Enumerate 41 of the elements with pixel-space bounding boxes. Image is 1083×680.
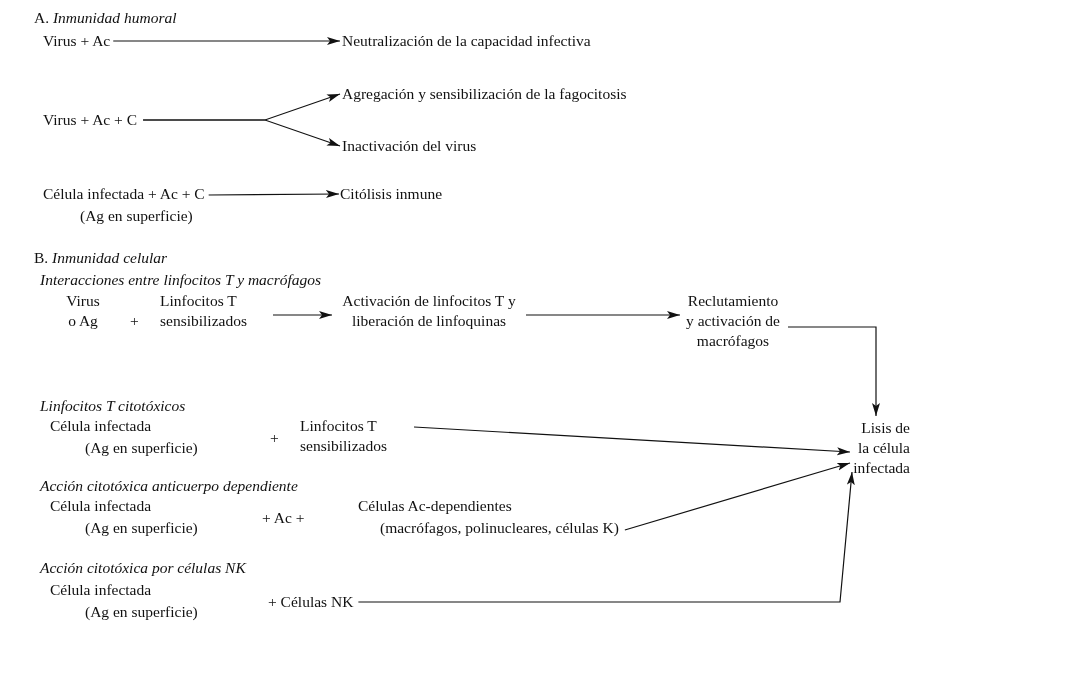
reaction-text: Reclutamiento y activación de macrófagos xyxy=(684,291,782,351)
section-heading: A. Inmunidad humoral xyxy=(34,8,177,28)
reaction-text: (Ag en superficie) xyxy=(85,602,198,622)
arrow xyxy=(413,426,851,456)
reaction-text: Virus o Ag xyxy=(65,291,101,331)
reaction-text: Virus + Ac xyxy=(43,31,111,51)
reaction-text: Inactivación del virus xyxy=(342,136,477,156)
reaction-text: (Ag en superficie) xyxy=(80,206,193,226)
arrow xyxy=(357,471,855,603)
reaction-text: Célula infectada xyxy=(50,580,152,600)
reaction-text: Célula infectada + Ac + C xyxy=(43,184,205,204)
reaction-text: Virus + Ac + C xyxy=(43,110,138,130)
arrow xyxy=(112,37,341,45)
reaction-text: Linfocitos T sensibilizados xyxy=(160,291,248,331)
arrow xyxy=(624,462,851,531)
reaction-text: + xyxy=(130,311,139,331)
reaction-text: Activación de linfocitos T y liberación de linfoquinas xyxy=(335,291,523,331)
subsection-heading: Acción citotóxica anticuerpo dependiente xyxy=(40,476,298,496)
reaction-text: Citólisis inmune xyxy=(340,184,443,204)
reaction-text: Agregación y sensibilización de la fagocitosis xyxy=(342,84,627,104)
subsection-heading: Interacciones entre linfocitos T y macrófagos xyxy=(40,270,322,290)
reaction-text: + xyxy=(270,428,279,448)
arrow xyxy=(525,311,681,319)
section-heading: B. Inmunidad celular xyxy=(34,248,168,268)
reaction-text: Células Ac-dependientes xyxy=(358,496,512,516)
reaction-text: (macrófagos, polinucleares, células K) xyxy=(380,518,619,538)
arrow xyxy=(272,311,333,319)
reaction-text: (Ag en superficie) xyxy=(85,518,198,538)
reaction-text: Lisis de la célula infectada xyxy=(850,418,910,478)
arrow xyxy=(208,190,340,199)
subsection-heading: Acción citotóxica por células NK xyxy=(40,558,246,578)
reaction-text: Célula infectada xyxy=(50,416,152,436)
reaction-text: + Células NK xyxy=(268,592,354,612)
arrow xyxy=(787,326,880,417)
reaction-text: Neutralización de la capacidad infectiva xyxy=(342,31,591,51)
reaction-text: Linfocitos T sensibilizados xyxy=(300,416,388,456)
arrow xyxy=(142,119,341,147)
subsection-heading: Linfocitos T citotóxicos xyxy=(40,396,186,416)
reaction-text: Célula infectada xyxy=(50,496,152,516)
reaction-text: (Ag en superficie) xyxy=(85,438,198,458)
reaction-text: + Ac + xyxy=(262,508,305,528)
